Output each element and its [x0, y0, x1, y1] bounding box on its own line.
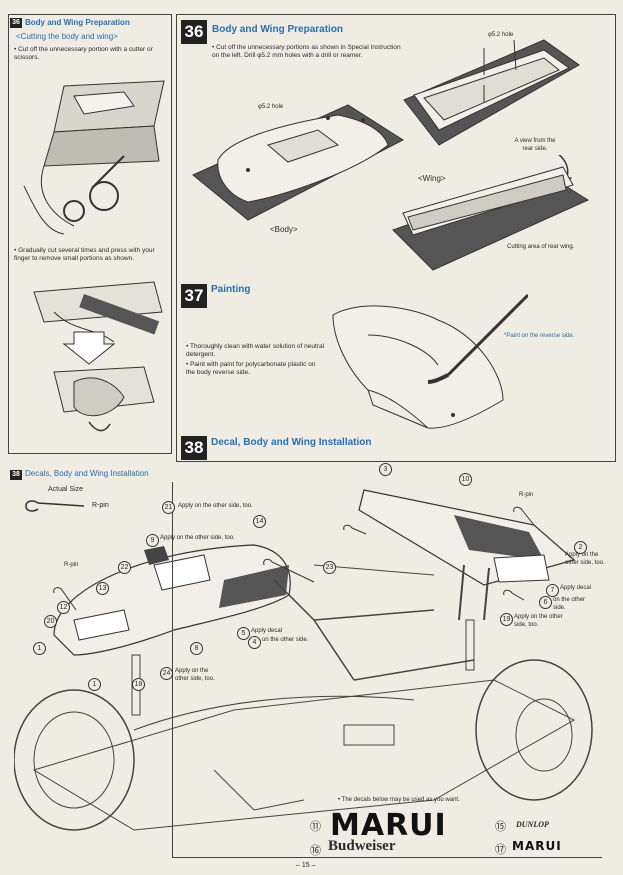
left-note-press: • Gradually cut several times and press …: [14, 247, 155, 262]
callout-3: 3: [379, 463, 392, 476]
callout-13: 13: [96, 582, 109, 595]
step36-badge: 36: [181, 20, 207, 44]
callout-10: 10: [459, 473, 472, 486]
step36-title: Body and Wing Preparation: [212, 24, 344, 35]
decal-11-number: ⑪: [310, 821, 321, 833]
callout-14: 14: [253, 515, 266, 528]
step37-note-clean-text: Thoroughly clean with water solution of …: [186, 343, 325, 358]
rpin-left-label: R-pin: [64, 562, 79, 568]
rpin-right-label: R-pin: [519, 492, 534, 498]
wing-rear-view-illustration: [392, 155, 590, 271]
step37-badge: 37: [181, 284, 207, 308]
callout-19-text: Apply on the other side, too.: [514, 614, 563, 628]
callout-2-text: Apply on the other side, too.: [565, 552, 605, 566]
callout-5: 5: [237, 627, 250, 640]
callout-5-text: Apply decal: [251, 628, 283, 634]
cutter-illustration: [33, 281, 163, 432]
car-assembly-illustration: [14, 489, 593, 831]
callout-2: 2: [574, 541, 587, 554]
callout-18: 18: [132, 678, 145, 691]
step37-note-paint: • Paint with paint for polycarbonate pla…: [186, 361, 316, 376]
rpin-actual-label: R-pin: [92, 502, 109, 509]
left-note-cut: • Cut off the unnecessary portion with a…: [14, 46, 153, 61]
callout-24: 24: [160, 667, 173, 680]
decal-16-number: ⑯: [310, 845, 321, 857]
page-number: – 15 –: [296, 862, 316, 869]
callout-7-text: Apply decal: [560, 585, 592, 591]
callout-1a: 1: [33, 642, 46, 655]
left-panel-title: Body and Wing Preparation: [25, 18, 130, 27]
callout-6: 6: [539, 596, 552, 609]
callout-21-text: Apply on the other side, too.: [178, 503, 253, 509]
wing-label: <Wing>: [418, 174, 446, 183]
dunlop-logo: DUNLOP: [516, 820, 549, 829]
step37-note-clean: • Thoroughly clean with water solution o…: [186, 343, 325, 358]
decal-15-number: ⑮: [495, 821, 506, 833]
body-cutting-illustration: [23, 80, 165, 235]
callout-6-text: on the other side.: [553, 597, 586, 611]
callout-7: 7: [546, 584, 559, 597]
left-panel-frame: [8, 14, 172, 454]
step36-instruction: • Cut off the unnecessary portions as sh…: [212, 44, 401, 59]
step38-title: Decal, Body and Wing Installation: [211, 437, 372, 448]
marui-logo-small: MARUI: [512, 839, 562, 853]
decals-bottom-note: • The decals below may be used as you wa…: [338, 797, 460, 803]
callout-8: 8: [190, 642, 203, 655]
wing-hole-label: φ5.2 hole: [488, 32, 514, 38]
callout-4-text: on the other side.: [262, 637, 309, 643]
callout-20: 20: [44, 615, 57, 628]
callout-9-text: Apply on the other side, too.: [160, 535, 235, 541]
decals-bottom-note-text: The decals below may be used as you want…: [341, 797, 460, 803]
callout-21: 21: [162, 501, 175, 514]
right-panel-frame: [176, 14, 616, 462]
paint-reverse-note: *Paint on the reverse side.: [504, 333, 575, 339]
step38-badge: 38: [181, 436, 207, 460]
decals-title: Decals, Body and Wing Installation: [25, 469, 149, 478]
body-plate-illustration: [192, 104, 405, 221]
callout-4: 4: [248, 636, 261, 649]
callout-23: 23: [323, 561, 336, 574]
step37-title: Painting: [211, 284, 251, 295]
painting-illustration: [332, 293, 528, 429]
callout-24-text: Apply on the other side, too.: [175, 668, 215, 682]
left-panel-subtitle: <Cutting the body and wing>: [16, 32, 118, 41]
callout-1b: 1: [88, 678, 101, 691]
rear-view-label: A view from the rear side.: [514, 138, 556, 152]
step37-note-paint-text: Paint with paint for polycarbonate plast…: [186, 361, 316, 376]
callout-19: 19: [500, 613, 513, 626]
marui-logo-large: MARUI: [330, 808, 447, 843]
decal-17-number: ⑰: [495, 844, 506, 856]
callout-12: 12: [57, 601, 70, 614]
callout-9: 9: [146, 534, 159, 547]
budweiser-logo: Budweiser: [328, 838, 396, 854]
step36-instruction-text: Cut off the unnecessary portions as show…: [212, 44, 401, 59]
body-hole-label: φ5.2 hole: [258, 104, 284, 110]
wing-plate-illustration: [403, 39, 580, 146]
step38-bottom-line: [172, 857, 602, 858]
body-label: <Body>: [270, 225, 298, 234]
left-note-cut-text: Cut off the unnecessary portion with a c…: [14, 46, 153, 61]
cutting-area-label: Cutting area of rear wing.: [507, 244, 575, 250]
decals-badge: 38: [10, 470, 22, 480]
callout-22: 22: [118, 561, 131, 574]
left-step-badge: 36: [10, 18, 22, 28]
actual-size-label: Actual Size: [48, 486, 84, 493]
rpin-actual-icon: [25, 500, 85, 512]
left-note-press-text: Gradually cut several times and press wi…: [14, 247, 155, 262]
